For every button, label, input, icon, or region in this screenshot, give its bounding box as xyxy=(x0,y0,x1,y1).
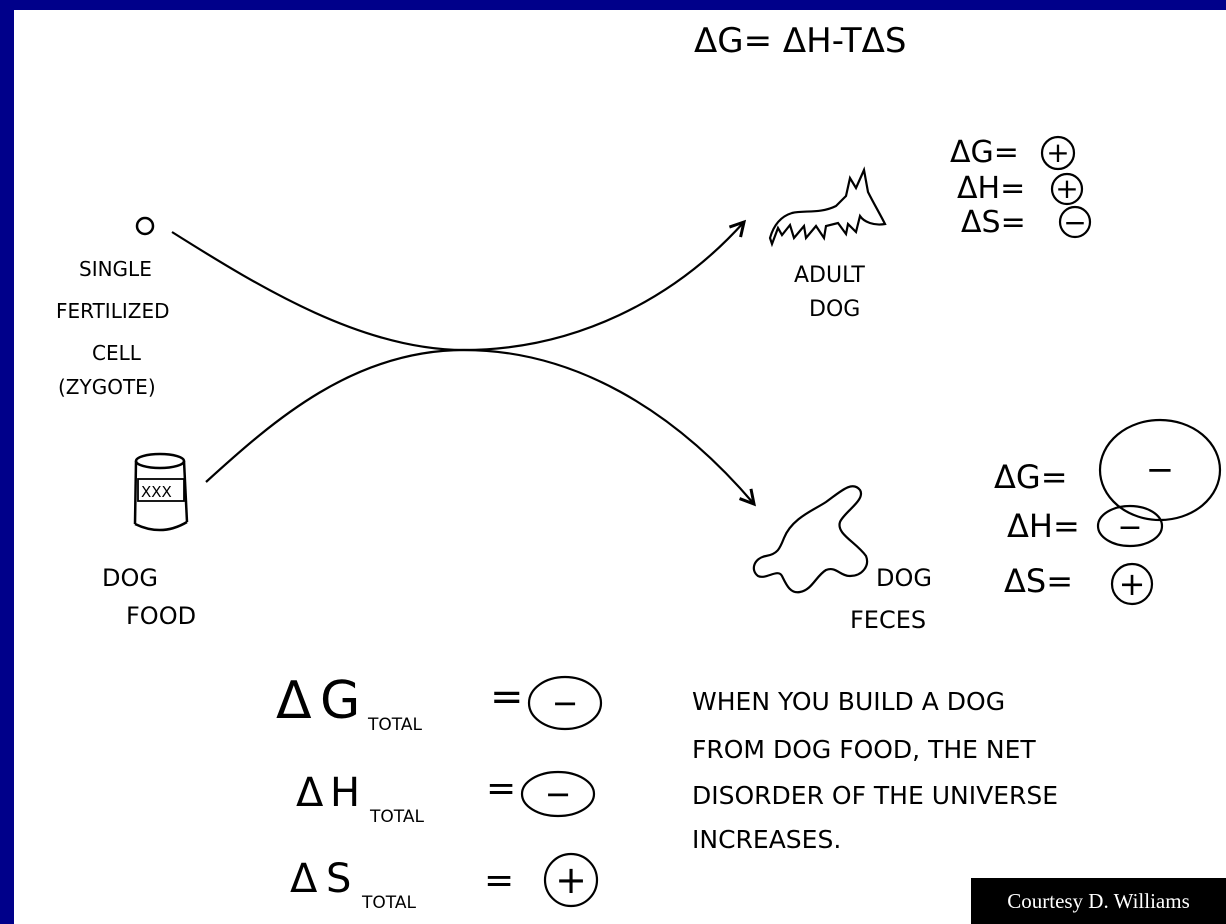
zygote-label: SINGLE FERTILIZED CELL (ZYGOTE) xyxy=(56,257,176,399)
dog-food-can-icon: XXX xyxy=(133,452,189,532)
adult-dog-icon xyxy=(768,166,887,248)
adult-dog-signs: ΔG= + ΔH= + ΔS= − xyxy=(950,135,1092,240)
feces-signs: ΔG= − ΔH= − ΔS= + xyxy=(994,418,1222,606)
conclusion-note: WHEN YOU BUILD A DOG FROM DOG FOOD, THE … xyxy=(692,687,1066,854)
food-to-feces-arrow xyxy=(205,348,754,504)
feces-dG-lhs: ΔG= xyxy=(994,458,1068,496)
feces-dG-sign: − xyxy=(1146,450,1175,490)
total-dH-sign: − xyxy=(545,775,572,813)
total-dG-equals: = xyxy=(490,674,524,720)
total-dS: Δ S TOTAL = + xyxy=(290,852,599,913)
total-dH-equals: = xyxy=(486,768,516,809)
total-dG-symbol: G xyxy=(320,671,360,731)
adult-dS-sign: − xyxy=(1063,206,1086,239)
zygote-to-adult-arrow xyxy=(171,222,744,352)
total-dG-sign: − xyxy=(552,684,579,722)
total-dG: Δ G TOTAL = − xyxy=(276,671,603,735)
total-dH: Δ H TOTAL = − xyxy=(296,768,596,827)
total-dH-symbol: H xyxy=(330,770,360,816)
dog-feces-icon xyxy=(752,485,869,594)
feces-dH-lhs: ΔH= xyxy=(1007,507,1080,545)
total-dS-equals: = xyxy=(484,860,514,901)
adult-dG-sign: + xyxy=(1046,136,1069,169)
drawing-sheet: ΔG= ΔH-TΔS SINGLE FERTILIZED CELL (ZYGOT… xyxy=(14,10,1226,924)
adult-dog-label: ADULT DOG xyxy=(794,263,872,322)
total-dS-symbol: S xyxy=(326,856,351,902)
can-label: XXX xyxy=(141,483,172,501)
total-dG-delta: Δ xyxy=(276,671,312,731)
total-dH-subscript: TOTAL xyxy=(369,807,424,827)
dog-food-label: DOG FOOD xyxy=(102,564,196,630)
gibbs-equation: ΔG= ΔH-TΔS xyxy=(694,21,906,61)
total-dS-delta: Δ xyxy=(290,856,318,902)
adult-dG-lhs: ΔG= xyxy=(950,135,1019,170)
hand-drawn-diagram: ΔG= ΔH-TΔS SINGLE FERTILIZED CELL (ZYGOT… xyxy=(56,21,1222,913)
total-dS-subscript: TOTAL xyxy=(361,893,416,913)
feces-dS-lhs: ΔS= xyxy=(1004,562,1073,600)
dog-feces-label: DOG FECES xyxy=(850,564,940,634)
total-dS-sign: + xyxy=(555,858,587,902)
zygote-circle-icon xyxy=(135,216,155,236)
adult-dH-sign: + xyxy=(1055,172,1078,205)
feces-dH-sign: − xyxy=(1117,510,1142,545)
total-dG-subscript: TOTAL xyxy=(367,715,422,735)
adult-dH-lhs: ΔH= xyxy=(957,171,1025,206)
credit-label: Courtesy D. Williams xyxy=(971,878,1226,924)
feces-dS-sign: + xyxy=(1119,565,1146,603)
adult-dS-lhs: ΔS= xyxy=(961,205,1026,240)
total-dH-delta: Δ xyxy=(296,770,324,816)
